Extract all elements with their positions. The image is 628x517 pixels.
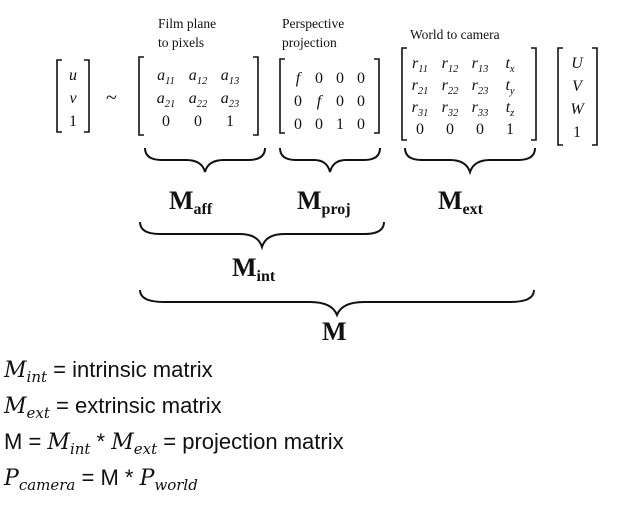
brace-aff — [144, 147, 266, 173]
lhs-vector-entry: v — [69, 90, 77, 107]
brace-total — [139, 289, 535, 318]
caption-projection: projection — [282, 35, 337, 50]
proj-matrix-entry: 0 — [294, 93, 302, 110]
ext-matrix-entry: r13 — [472, 55, 489, 75]
proj-matrix-entry: f — [317, 93, 324, 110]
similarity-symbol: ~ — [106, 87, 117, 109]
ext-matrix: r11 r12 r13 tx r21 r22 r23 ty r31 r32 r33 tz 0 0 0 1 — [412, 55, 515, 138]
legend-intrinsic: Mint = intrinsic matrix — [4, 357, 213, 386]
proj-matrix-entry: 0 — [315, 70, 323, 87]
aff-matrix-entry: 1 — [226, 113, 234, 130]
projection-diagram: Film plane to pixels Perspective project… — [56, 16, 598, 345]
symbol-p-world: Pworld — [139, 466, 198, 494]
aff-bracket-right — [253, 56, 259, 136]
aff-matrix-entry: a11 — [157, 67, 175, 87]
aff-bracket-left — [138, 56, 144, 136]
proj-matrix-entry: 0 — [357, 93, 365, 110]
caption-film-plane: Film plane — [158, 16, 216, 31]
aff-matrix-entry: a12 — [189, 67, 208, 87]
aff-matrix-entry: a13 — [221, 67, 240, 87]
proj-matrix-entry: 0 — [357, 116, 365, 133]
ext-matrix-entry: tz — [506, 99, 515, 119]
label-m-int: Mint — [232, 253, 276, 285]
ext-matrix-entry: ty — [505, 77, 514, 97]
ext-matrix-entry: r32 — [442, 99, 459, 119]
symbol-m-int: Mint — [4, 358, 48, 386]
lhs-bracket-right — [84, 59, 90, 133]
symbol-m-int: Mint — [47, 430, 91, 458]
aff-matrix-entry: a22 — [189, 90, 208, 110]
rhs-bracket-left — [557, 47, 563, 146]
ext-matrix-entry: r12 — [442, 55, 459, 75]
brace-proj — [279, 147, 381, 173]
brace-int — [139, 221, 385, 251]
lhs-vector-entry: 1 — [69, 113, 77, 130]
aff-matrix-entry: 0 — [194, 113, 202, 130]
aff-matrix-entry: a23 — [221, 90, 240, 110]
label-m-total: M — [322, 317, 347, 345]
legend-camera-point: Pcamera = M * Pworld — [4, 465, 198, 494]
aff-matrix: a11 a12 a13 a21 a22 a23 0 0 1 — [157, 67, 240, 130]
legend-extrinsic: Mext = extrinsic matrix — [4, 393, 222, 422]
aff-matrix-entry: 0 — [162, 113, 170, 130]
proj-matrix-entry: f — [296, 70, 303, 87]
caption-to-pixels: to pixels — [158, 35, 204, 50]
rhs-vector-entry: W — [570, 101, 585, 118]
proj-matrix-entry: 0 — [315, 116, 323, 133]
ext-bracket-left — [401, 47, 407, 141]
ext-bracket-right — [531, 47, 537, 141]
legend: Mint = intrinsic matrix Mext = extrinsic… — [4, 352, 624, 496]
ext-matrix-entry: 0 — [416, 121, 424, 138]
symbol-p-camera: Pcamera — [4, 466, 76, 494]
lhs-bracket-left — [56, 59, 62, 133]
rhs-vector-entry: U — [571, 55, 584, 72]
label-m-ext: Mext — [438, 186, 484, 218]
ext-matrix-entry: r23 — [472, 77, 489, 97]
proj-matrix-entry: 0 — [336, 93, 344, 110]
symbol-m-ext: Mext — [4, 394, 50, 422]
caption-perspective: Perspective — [282, 16, 344, 31]
ext-matrix-entry: 0 — [446, 121, 454, 138]
caption-world-to-camera: World to camera — [410, 27, 500, 42]
ext-matrix-entry: r21 — [412, 77, 429, 97]
ext-matrix-entry: r11 — [412, 55, 428, 75]
proj-matrix-entry: 1 — [336, 116, 344, 133]
proj-matrix-entry: 0 — [294, 116, 302, 133]
proj-matrix-entry: 0 — [336, 70, 344, 87]
rhs-vector-entry: 1 — [573, 124, 581, 141]
label-m-proj: Mproj — [297, 186, 351, 218]
ext-matrix-entry: 1 — [506, 121, 514, 138]
brace-ext — [404, 147, 536, 176]
proj-matrix-entry: 0 — [357, 70, 365, 87]
label-m-aff: Maff — [169, 186, 213, 218]
rhs-bracket-right — [592, 47, 598, 146]
ext-matrix-entry: r31 — [412, 99, 429, 119]
ext-matrix-entry: tx — [505, 55, 514, 75]
lhs-vector-entry: u — [69, 67, 77, 84]
aff-matrix-entry: a21 — [157, 90, 176, 110]
proj-bracket-left — [279, 58, 285, 134]
ext-matrix-entry: r22 — [442, 77, 459, 97]
ext-matrix-entry: r33 — [472, 99, 489, 119]
symbol-m-ext: Mext — [111, 430, 158, 458]
rhs-vector-entry: V — [572, 78, 584, 95]
ext-matrix-entry: 0 — [476, 121, 484, 138]
proj-bracket-right — [374, 58, 380, 134]
legend-projection: M = Mint * Mext = projection matrix — [4, 429, 344, 458]
